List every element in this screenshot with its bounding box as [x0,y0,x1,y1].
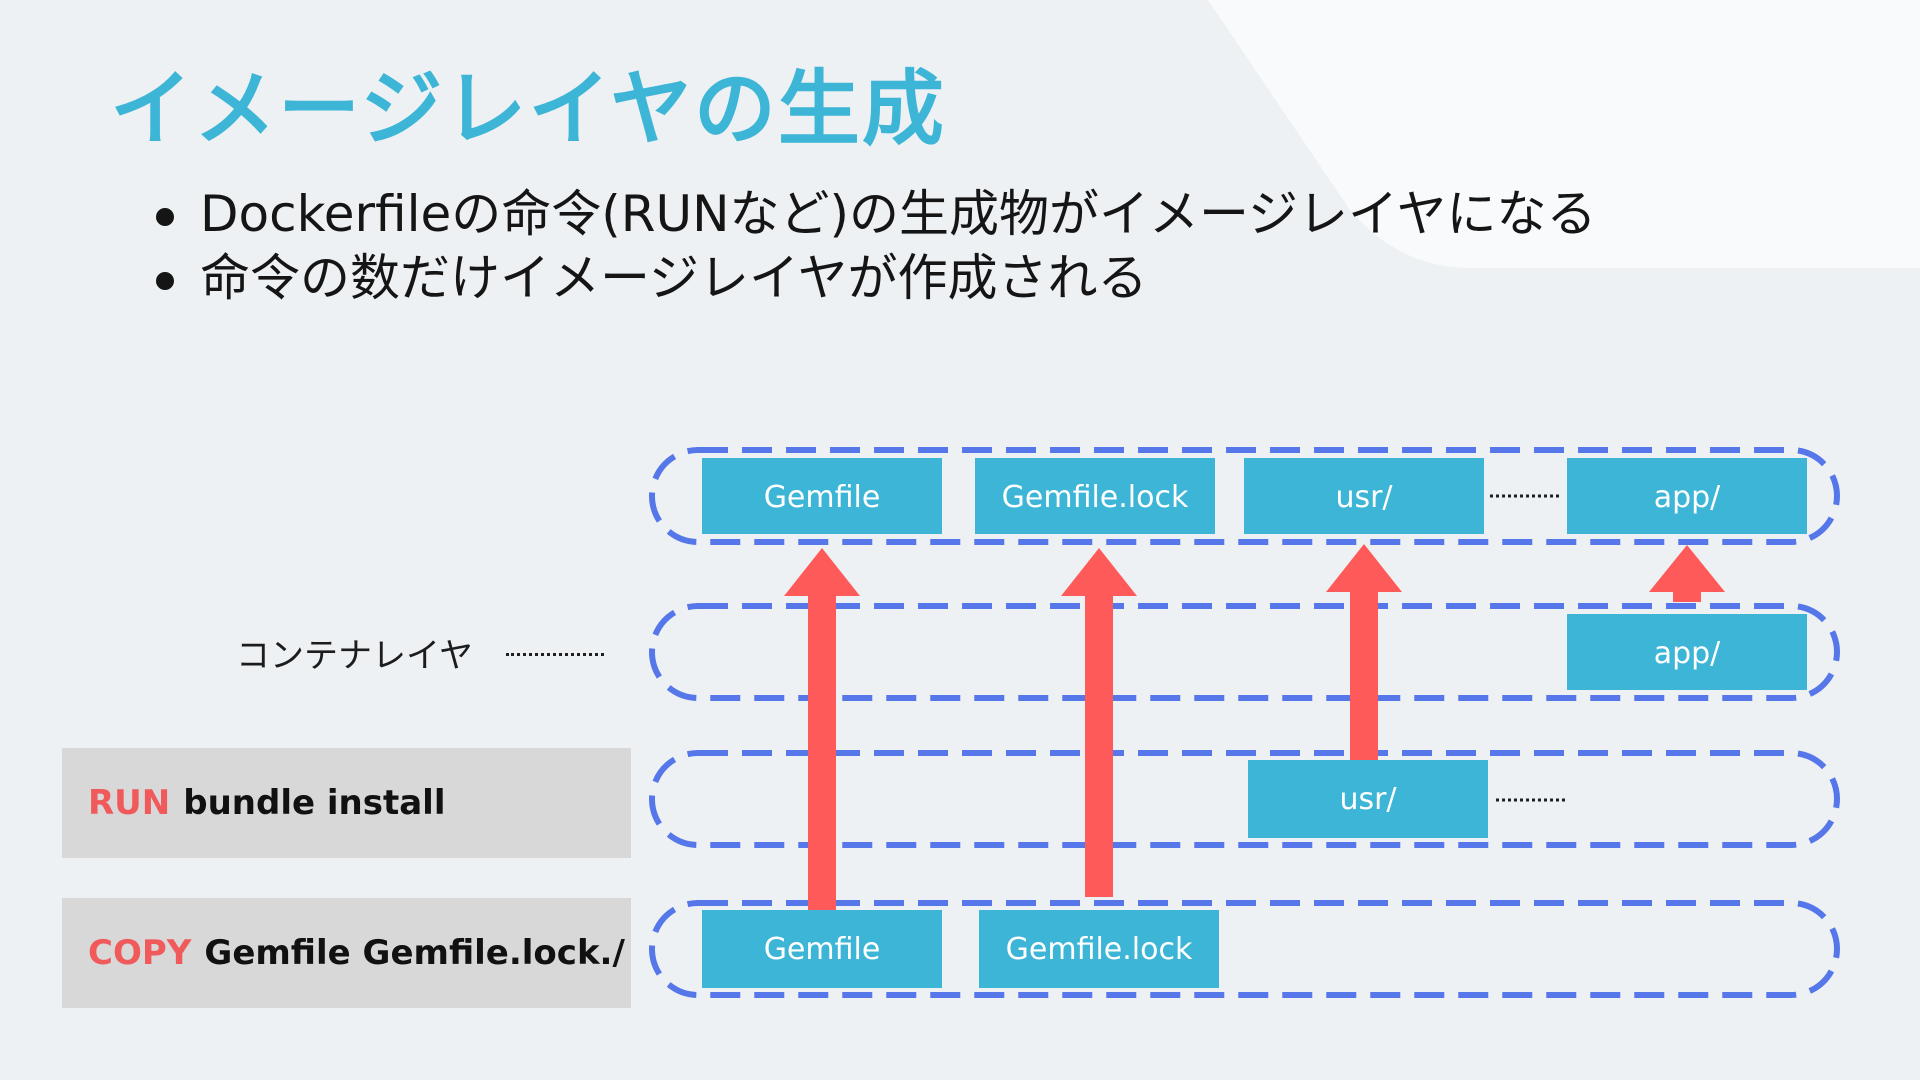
dotted-connector [506,653,604,656]
file-chip-label: Gemfile [764,932,881,967]
up-arrow [1649,545,1725,602]
command-args: Gemfile Gemfile.lock./ [204,933,625,973]
command-keyword: COPY [88,933,192,973]
file-chip-label: usr/ [1339,782,1397,817]
file-chip [975,458,1215,534]
bullet-item: 命令の数だけイメージレイヤが作成される [150,246,1596,310]
file-chip [702,458,942,534]
file-chip [702,910,942,988]
file-chip [979,910,1219,988]
layer-row-top [649,447,1840,545]
bullet-item: Dockerfileの命令(RUNなど)の生成物がイメージレイヤになる [150,182,1596,246]
file-chip [1244,458,1484,534]
copy-command-box: COPY Gemfile Gemfile.lock./ [62,898,631,1008]
file-chip-label: Gemfile.lock [1002,480,1189,515]
up-arrow [1326,544,1402,760]
file-chip-label: Gemfile.lock [1006,932,1193,967]
command-args: bundle install [183,783,446,823]
file-chip-label: usr/ [1335,480,1393,515]
layer-row-copy [649,900,1840,998]
run-command-box: RUN bundle install [62,748,631,858]
file-chip-label: app/ [1654,636,1721,671]
bullet-list: Dockerfileの命令(RUNなど)の生成物がイメージレイヤになる 命令の数… [150,182,1596,310]
file-chip-label: app/ [1654,480,1721,515]
layer-row-container [649,603,1840,701]
slide-title: イメージレイヤの生成 [110,62,946,157]
up-arrow [1061,548,1137,897]
file-chip [1567,458,1807,534]
layer-row-run [649,750,1840,848]
command-keyword: RUN [88,783,171,823]
container-layer-label: コンテナレイヤ [236,636,473,676]
up-arrow [784,548,860,910]
file-chip [1567,614,1807,690]
file-chip [1248,760,1488,838]
file-chip-label: Gemfile [764,480,881,515]
